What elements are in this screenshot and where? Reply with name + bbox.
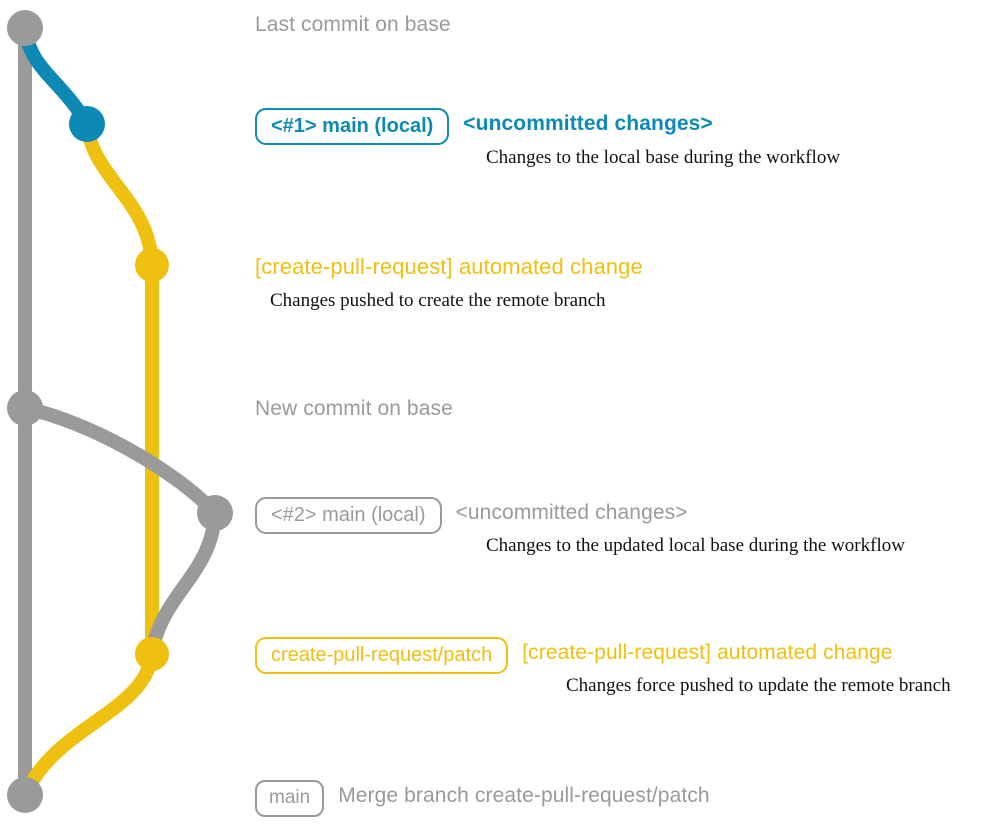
node-patch-1[interactable] — [135, 248, 169, 282]
caption-last-commit-on-base: Last commit on base — [255, 13, 451, 36]
node-base-new[interactable] — [7, 390, 43, 426]
edge-basenew-to-local2 — [18, 401, 222, 520]
commit-subject-local-1: <uncommitted changes> — [463, 112, 713, 135]
entry-new-commit-on-base: New commit on base — [255, 396, 453, 422]
ref-badge-main-local-1[interactable]: <#1> main (local) — [255, 108, 450, 145]
entry-local-1: <#1> main (local) <uncommitted changes> — [255, 108, 713, 145]
note-automated-change-2: Changes force pushed to update the remot… — [566, 675, 951, 696]
node-local-1[interactable] — [69, 106, 105, 142]
entry-automated-change-2: create-pull-request/patch [create-pull-r… — [255, 637, 893, 674]
commit-subject-automated-change-1: [create-pull-request] automated change — [255, 254, 643, 279]
commit-subject-automated-change-2: [create-pull-request] automated change — [522, 641, 893, 664]
note-local-1: Changes to the local base during the wor… — [486, 147, 841, 168]
edge-local2-to-patch2 — [145, 506, 222, 661]
node-base-merge[interactable] — [7, 777, 43, 813]
entry-local-2: <#2> main (local) <uncommitted changes> — [255, 497, 688, 534]
ref-badge-create-pull-request-patch[interactable]: create-pull-request/patch — [255, 637, 509, 674]
ref-badge-main[interactable]: main — [255, 780, 325, 817]
node-patch-2[interactable] — [135, 637, 169, 671]
note-local-2: Changes to the updated local base during… — [486, 535, 905, 556]
commit-subject-local-2: <uncommitted changes> — [455, 501, 688, 524]
node-local-2[interactable] — [197, 495, 233, 531]
caption-new-commit-on-base: New commit on base — [255, 397, 453, 420]
ref-badge-main-local-2[interactable]: <#2> main (local) — [255, 497, 442, 534]
note-automated-change-1: Changes pushed to create the remote bran… — [270, 290, 606, 311]
commit-subject-merge: Merge branch create-pull-request/patch — [338, 784, 710, 807]
entry-last-commit-on-base: Last commit on base — [255, 12, 451, 38]
edge-patch2-to-merge — [18, 647, 159, 802]
node-base-top[interactable] — [7, 10, 43, 46]
edge-local1-to-patch1 — [80, 117, 159, 272]
entry-merge: main Merge branch create-pull-request/pa… — [255, 780, 710, 817]
